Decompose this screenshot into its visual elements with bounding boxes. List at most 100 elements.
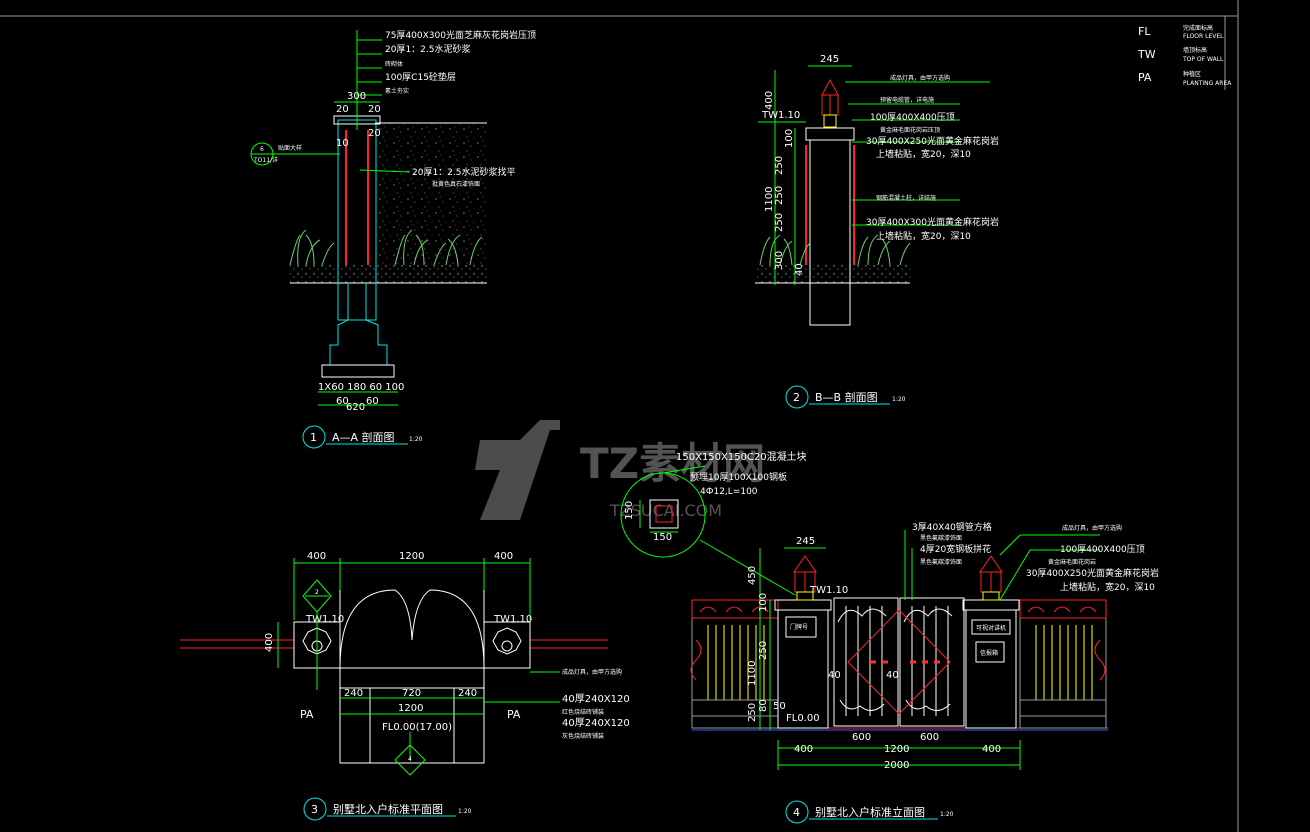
aa-title-num: 1 (310, 431, 317, 444)
plan-dim-side: 400 (264, 633, 275, 652)
legend-en-pa: PLANTING AREA (1183, 80, 1232, 87)
detail-dim-2: 150 (653, 532, 672, 543)
plan-title-num: 3 (311, 803, 318, 816)
bb-note-5: 30厚400X250光面黄金麻花岗岩 (866, 135, 999, 147)
legend-en-tw: TOP OF WALL (1182, 56, 1224, 63)
bb-dim-v7: 40 (794, 263, 805, 276)
aa-dim-20b: 20 (368, 104, 381, 115)
bb-dim-v4: 250 (774, 186, 785, 205)
plan-note-3: 红色烧结砖铺装 (562, 708, 604, 716)
elev-note-5: 成品灯具，由甲方选购 (1062, 524, 1122, 532)
plan-fl: FL0.00(17.00) (382, 722, 452, 733)
plan-dim-bot-2: 720 (402, 688, 421, 699)
aa-dim-300: 300 (347, 91, 366, 102)
plan-dim-bot-3: 240 (458, 688, 477, 699)
elev-dim-bot-2: 600 (852, 732, 871, 743)
elevation-view: 门牌号 可视对讲机 信报箱 245 TW1.10 (690, 521, 1159, 824)
aa-base-dims: 1X60 180 60 100 (318, 382, 404, 393)
detail-dim-1: 150 (624, 501, 635, 520)
aa-base-total: 620 (346, 402, 365, 413)
elev-dim-v1: 450 (747, 566, 758, 585)
elev-note-4: 黑色氟碳漆饰面 (920, 558, 962, 566)
bb-dim-v1: 400 (764, 91, 775, 110)
plan-title-bubble (303, 797, 327, 821)
elev-title-bubble (785, 800, 809, 824)
elev-plaque-2: 可视对讲机 (976, 624, 1006, 632)
bb-dim-v3: 250 (774, 156, 785, 175)
plan-dim-bot-total: 1200 (398, 703, 423, 714)
bb-tw: TW1.10 (761, 110, 800, 121)
elev-plaque-1: 门牌号 (790, 623, 808, 631)
elev-dim-v6: 250 (747, 703, 758, 722)
elev-dim-v9: 40 (886, 670, 899, 681)
bb-title-bubble (785, 385, 809, 409)
bb-dim-top: 245 (820, 54, 839, 65)
aa-note-2: 20厚1：2.5水泥砂浆 (385, 43, 471, 55)
bb-title: B—B 剖面图 (815, 390, 878, 404)
bb-note-1: 成品灯具，由甲方选购 (890, 74, 950, 82)
elev-note-8: 30厚400X250光面黄金麻花岗岩 (1026, 567, 1159, 579)
plan-view: 400 1200 400 400 TW1.10 TW1.10 2 240 720… (180, 551, 630, 821)
bb-note-8: 30厚400X300光面黄金麻花岗岩 (866, 216, 999, 228)
watermark-brand: TZ素材网 (580, 439, 765, 488)
bb-note-7: 钢筋混凝土柱，详结施 (876, 194, 936, 202)
legend-code-fl: FL (1138, 25, 1151, 38)
plan-note-4: 40厚240X120 (562, 717, 630, 729)
bb-note-9: 上墙粘贴，宽20，深10 (876, 230, 971, 242)
aa-note-3: 砖砌体 (385, 60, 403, 68)
aa-side-note-2: 批黄色真石漆饰面 (432, 180, 480, 188)
plan-callout: 2 (315, 589, 319, 596)
bb-note-3: 100厚400X400压顶 (870, 112, 955, 123)
elev-dim-v5: 100 (758, 593, 769, 612)
plan-tw-left: TW1.10 (305, 614, 344, 625)
plan-dim-top-1: 400 (307, 551, 326, 562)
detail-note-1: 150X150X150C20混凝土块 (676, 450, 807, 463)
elev-gate-right (899, 597, 965, 727)
watermark: TZ素材网 TZSUCAI.COM (475, 420, 765, 520)
aa-callout-ref: TO11/详 (253, 156, 278, 164)
plan-note-1: 成品灯具，由甲方选购 (562, 668, 622, 676)
legend-cn-pa: 种植区 (1183, 70, 1201, 78)
legend-cn-tw: 墙顶标高 (1183, 46, 1207, 54)
aa-note-1: 75厚400X300光面芝麻灰花岗岩压顶 (385, 29, 536, 41)
elev-note-7: 黄金麻毛面花岗岩 (1048, 558, 1096, 566)
aa-callout-num: 6 (260, 146, 264, 153)
elev-dim-bot-3: 600 (920, 732, 939, 743)
bb-scale: 1:20 (892, 396, 906, 403)
anchor-detail: 150X150X150C20混凝土块 预埋10厚100X100钢板 4Ф12,L… (620, 450, 807, 596)
plan-post-right (483, 621, 531, 669)
elev-title-num: 4 (793, 806, 800, 819)
elev-tw: TW1.10 (809, 585, 848, 596)
sheet-border (0, 0, 1239, 832)
elev-dim-mid-total: 1200 (884, 744, 909, 755)
elev-gate-left (833, 597, 899, 727)
bb-dim-v6: 300 (774, 251, 785, 270)
legend-code-pa: PA (1138, 71, 1152, 84)
aa-side-note-1: 20厚1：2.5水泥砂浆找平 (412, 166, 516, 178)
elev-dim-bot-4: 400 (982, 744, 1001, 755)
plan-dim-bot-1: 240 (344, 688, 363, 699)
elev-dim-v8: 40 (828, 670, 841, 681)
elev-dim-v4: 250 (758, 641, 769, 660)
grass-bb (759, 234, 911, 266)
plan-pa-right: PA (507, 708, 521, 721)
aa-title: A—A 剖面图 (332, 430, 395, 444)
elev-note-9: 上墙粘贴，宽20，深10 (1060, 581, 1155, 593)
aa-scale: 1:20 (409, 436, 423, 443)
detail-note-2: 预埋10厚100X100钢板 (690, 471, 787, 483)
aa-base-side-1: 60 (336, 396, 349, 407)
elev-note-6: 100厚400X400压顶 (1060, 544, 1145, 555)
bb-dim-v5: 250 (774, 213, 785, 232)
elev-dim-v7: 50 (773, 701, 786, 712)
legend: FL 完成面标高 FLOOR LEVEL TW 墙顶标高 TOP OF WALL… (1137, 24, 1232, 87)
elev-note-1: 3厚40X40钢管方格 (912, 521, 992, 533)
elev-dim-bot-1: 400 (794, 744, 813, 755)
aa-notes: 75厚400X300光面芝麻灰花岗岩压顶 20厚1：2.5水泥砂浆 砖砌体 10… (385, 29, 536, 95)
lamp-icon-left (793, 555, 817, 601)
aa-dim-10: 10 (336, 138, 349, 149)
elev-note-2: 黑色氟碳漆饰面 (920, 534, 962, 542)
plan-callout-ref: 4 (408, 756, 412, 763)
legend-en-fl: FLOOR LEVEL (1183, 33, 1224, 40)
elev-note-3: 4厚20宽钢板拼花 (920, 543, 991, 555)
aa-dim-20c: 20 (368, 128, 381, 139)
